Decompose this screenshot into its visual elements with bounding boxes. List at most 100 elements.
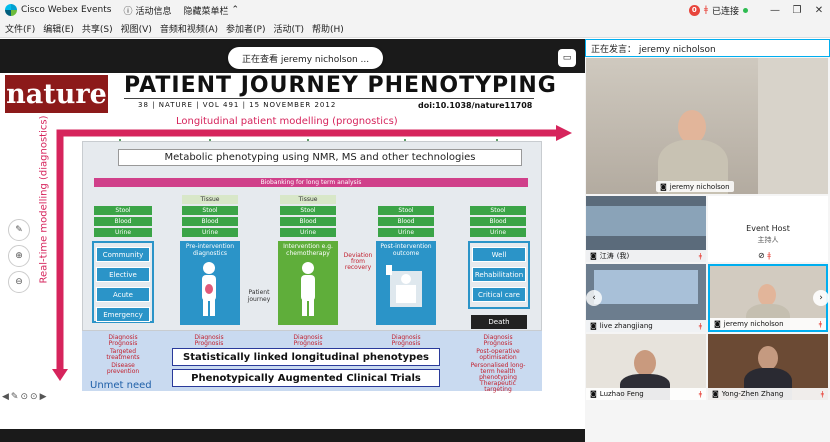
carousel-prev-button[interactable]: ‹ — [586, 290, 602, 306]
col5-urine: Urine — [470, 228, 526, 237]
menu-file[interactable]: 文件(F) — [5, 25, 36, 35]
targeted-treatments: Targeted treatments — [106, 348, 140, 361]
restore-button[interactable]: ❐ — [792, 4, 802, 16]
participant-tile-jiangtao[interactable]: ◙江涛(我)ǂ — [586, 196, 706, 262]
journal-issue: 38 | NATURE | VOL 491 | 15 NOVEMBER 2012 — [138, 101, 337, 109]
category-community: Community — [96, 247, 150, 262]
col3-stool: Stool — [280, 206, 336, 215]
minimize-button[interactable]: — — [770, 4, 780, 16]
menu-participants[interactable]: 参加者(P) — [226, 25, 266, 35]
col2-tissue: Tissue — [182, 195, 238, 204]
connection-status: 已连接 — [711, 6, 739, 17]
col3-diag-prog: Diagnosis Prognosis — [293, 334, 323, 347]
panel-toggle-button[interactable]: ▭ — [558, 49, 576, 67]
background-shelf — [758, 58, 828, 194]
menu-share[interactable]: 共享(S) — [81, 25, 113, 35]
col1-blood: Blood — [94, 217, 152, 226]
active-speaker-video[interactable]: ◙jeremy nicholson — [586, 58, 828, 194]
realtime-label: Real-time modelling (diagnostics) — [38, 115, 50, 284]
annotate-tool[interactable]: ✎ — [8, 219, 30, 241]
col3-blood: Blood — [280, 217, 336, 226]
prev-slide-icon[interactable]: ◀ — [2, 392, 9, 402]
pre-intervention-label: Pre-intervention diagnostics — [185, 243, 235, 257]
outcome-well: Well — [472, 247, 526, 262]
intervention-label: Intervention e.g. chemotherapy — [283, 243, 333, 257]
connected-dot-icon — [743, 7, 748, 13]
menu-edit[interactable]: 编辑(E) — [43, 25, 74, 35]
menu-help[interactable]: 帮助(H) — [312, 25, 344, 35]
content-stage: 正在查看 jeremy nicholson ... ▭ nature PATIE… — [0, 39, 585, 442]
next-slide-icon[interactable]: ▶ — [39, 392, 47, 402]
patient-journey-label: Patient journey — [247, 289, 271, 303]
mic-muted-icon: ǂ — [698, 252, 702, 260]
zoom-in-tool[interactable]: ⊕ — [8, 245, 30, 267]
outcome-rehabilitation: Rehabilitation — [472, 267, 526, 282]
col5-stool: Stool — [470, 206, 526, 215]
speaker-nameplate: ◙jeremy nicholson — [656, 181, 734, 192]
video-icon: ◙ — [660, 182, 667, 191]
col5-blood: Blood — [470, 217, 526, 226]
unmet-need-label: Unmet need — [90, 380, 152, 391]
slide-title: PATIENT JOURNEY PHENOTYPING — [124, 73, 557, 98]
slide-nav-tools: ◀ ✎ ⊙ ⊙ ▶ — [2, 391, 46, 403]
host-role: 主持人 — [757, 236, 779, 244]
host-video-off-icon: ⊘ ǂ — [758, 251, 771, 260]
viewing-indicator[interactable]: 正在查看 jeremy nicholson ... — [228, 47, 384, 69]
col3-urine: Urine — [280, 228, 336, 237]
longitudinal-label: Longitudinal patient modelling (prognost… — [176, 116, 398, 127]
col1-box — [92, 241, 154, 323]
menu-bar: 文件(F) 编辑(E) 共享(S) 视图(V) 音频和视频(A) 参加者(P) … — [0, 20, 830, 38]
pen-icon: ✎ — [15, 225, 23, 235]
video-icon: ◙ — [590, 252, 597, 260]
mic-muted-icon: ǂ — [820, 390, 824, 398]
sidebar-icon: ▭ — [562, 53, 572, 63]
col3-tissue: Tissue — [280, 195, 336, 204]
personalised-phenotyping: Personalised long-term health phenotypin… — [470, 362, 526, 381]
col2-urine: Urine — [182, 228, 238, 237]
outcome-critical-care: Critical care — [472, 287, 526, 302]
zoom-in-icon: ⊕ — [15, 251, 23, 261]
hide-menu-button[interactable]: 隐藏菜单栏⌃ — [183, 5, 240, 17]
room-screen — [594, 270, 698, 304]
col4-blood: Blood — [378, 217, 434, 226]
menu-view[interactable]: 视图(V) — [120, 25, 152, 35]
metabolic-banner: Metabolic phenotyping using NMR, MS and … — [118, 149, 522, 166]
participant-tile-event-host[interactable]: Event Host 主持人 ⊘ ǂ — [708, 196, 828, 262]
col5-diag-prog: Diagnosis Prognosis — [483, 334, 513, 347]
info-icon: ⓘ — [123, 6, 133, 17]
participant-head — [758, 284, 776, 306]
options-icon[interactable]: ⊙ — [20, 392, 29, 402]
statistically-linked-box: Statistically linked longitudinal phenot… — [172, 348, 440, 366]
col2-diag-prog: Diagnosis Prognosis — [194, 334, 224, 347]
app-name: Cisco Webex Events — [21, 5, 112, 15]
shared-slide: nature PATIENT JOURNEY PHENOTYPING 38 | … — [0, 73, 585, 429]
more-icon[interactable]: ⊙ — [30, 392, 38, 402]
video-icon: ◙ — [590, 322, 597, 330]
menu-event[interactable]: 活动(T) — [273, 25, 305, 35]
biobanking-band: Biobanking for long term analysis — [94, 178, 528, 187]
mic-muted-icon: ǂ — [698, 390, 702, 398]
record-count-badge: 0 — [688, 4, 700, 16]
carousel-next-button[interactable]: › — [813, 290, 829, 306]
zoom-out-icon: ⊖ — [15, 277, 23, 287]
webex-logo-icon — [5, 4, 17, 16]
zoom-out-tool[interactable]: ⊖ — [8, 271, 30, 293]
col5-box — [468, 241, 530, 309]
pen-icon[interactable]: ✎ — [10, 392, 19, 402]
menu-audio-video[interactable]: 音频和视频(A) — [159, 25, 219, 35]
mic-off-icon[interactable]: ǂ — [703, 5, 708, 15]
col1-stool: Stool — [94, 206, 152, 215]
close-button[interactable]: ✕ — [814, 4, 824, 16]
active-speaker-banner: 正在发言： jeremy nicholson — [585, 39, 830, 57]
col4-stool: Stool — [378, 206, 434, 215]
mic-muted-icon: ǂ — [818, 320, 822, 328]
